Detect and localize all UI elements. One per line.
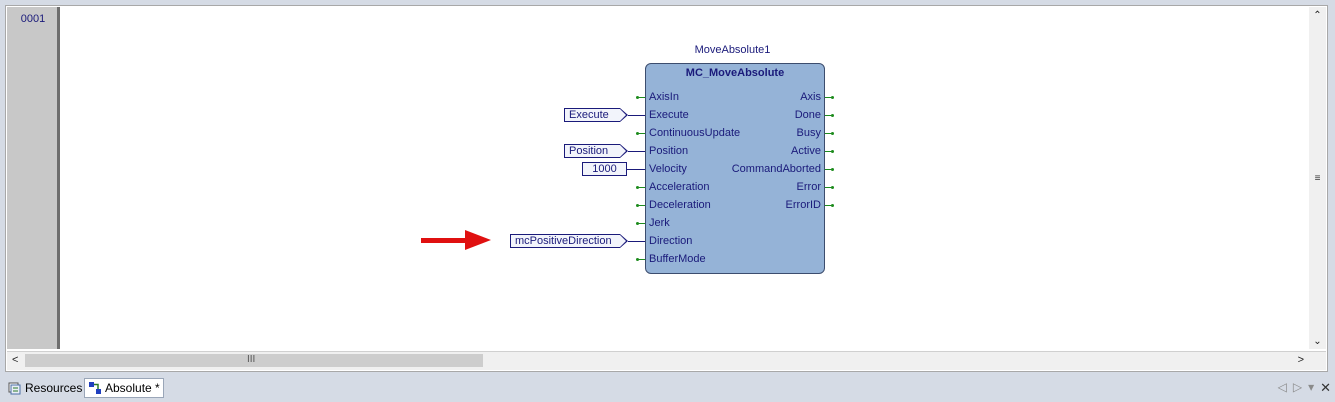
velocity-constant-label: 1000 [592,163,617,175]
execute-variable-label: Execute [569,109,609,121]
pin-dot [636,222,639,225]
pin-stub [825,169,833,170]
input-pin-acceleration[interactable]: Acceleration [649,181,710,193]
output-pin-axis[interactable]: Axis [800,91,821,103]
next-tab-icon[interactable]: ▷ [1292,380,1303,394]
output-pin-done[interactable]: Done [794,109,821,121]
direction-variable[interactable]: mcPositiveDirection [510,234,628,248]
tab-menu-icon[interactable]: ▾ [1308,380,1315,394]
pin-dot [831,150,834,153]
rung-number: 0001 [20,13,46,25]
pin-stub [825,133,833,134]
input-pin-continuousupdate[interactable]: ContinuousUpdate [649,127,741,139]
chevron-down-icon[interactable]: ⌄ [1313,336,1322,347]
pin-dot [831,96,834,99]
tab-resources[interactable]: Resources [5,378,85,398]
tab-absolute-label: Absolute * [105,381,160,395]
horizontal-scroll-thumb[interactable]: III [25,354,483,367]
tag-tip-inner [620,145,626,157]
input-pin-buffermode[interactable]: BufferMode [649,253,706,265]
rung-gutter: 0001 [7,7,59,349]
resources-icon [8,381,22,395]
velocity-constant[interactable]: 1000 [582,162,627,176]
output-pin-active[interactable]: Active [791,145,821,157]
tab-navigation: ◁ ▷ ▾ ✕ [1278,380,1331,396]
input-pin-jerk[interactable]: Jerk [649,217,670,229]
block-type-name: MC_MoveAbsolute [685,67,785,79]
output-pin-error[interactable]: Error [796,181,821,193]
program-icon [88,381,102,395]
pin-stub [825,115,833,116]
pin-stub [825,205,833,206]
chevron-left-icon[interactable]: < [12,354,19,366]
chevron-up-icon[interactable]: ⌃ [1313,10,1322,21]
execute-wire [628,115,645,116]
tab-resources-label: Resources [25,381,83,395]
pin-stub [637,97,645,98]
pin-dot [831,132,834,135]
pin-stub [825,187,833,188]
direction-wire [628,241,645,242]
execute-variable[interactable]: Execute [564,108,628,122]
previous-tab-icon[interactable]: ◁ [1277,380,1287,394]
pin-stub [637,259,645,260]
document-tab-bar: Resources Absolute * ◁ ▷ ▾ ✕ [0,374,1335,402]
input-pin-position[interactable]: Position [649,145,689,157]
tag-tip-inner [620,109,626,121]
red-arrow-shaft [421,238,467,243]
function-block[interactable]: MC_MoveAbsolute AxisIn Execute Continuou… [645,63,825,274]
red-arrow-head [465,230,491,250]
output-pin-commandaborted[interactable]: CommandAborted [731,163,821,175]
pin-dot [636,186,639,189]
close-icon[interactable]: ✕ [1320,380,1331,395]
input-pin-direction[interactable]: Direction [649,235,693,247]
input-pin-deceleration[interactable]: Deceleration [649,199,711,211]
output-pin-errorid[interactable]: ErrorID [785,199,821,211]
horizontal-scrollbar[interactable]: < III > [7,351,1326,370]
vertical-scrollbar[interactable]: ⌃ ≡ ⌄ [1309,7,1326,349]
tab-absolute[interactable]: Absolute * [84,378,164,398]
pin-stub [637,187,645,188]
input-pin-execute[interactable]: Execute [649,109,689,121]
position-wire [628,151,645,152]
chevron-right-icon[interactable]: > [1297,354,1304,366]
pin-dot [636,132,639,135]
block-instance-name[interactable]: MoveAbsolute1 [694,44,771,56]
scroll-grip-icon[interactable]: ≡ [1314,173,1321,184]
pin-dot [636,204,639,207]
pin-dot [831,186,834,189]
position-variable[interactable]: Position [564,144,628,158]
pin-dot [636,96,639,99]
direction-variable-label: mcPositiveDirection [515,235,612,247]
input-pin-velocity[interactable]: Velocity [649,163,687,175]
pin-stub [637,223,645,224]
pin-stub [637,133,645,134]
tag-tip-inner [620,235,626,247]
position-variable-label: Position [569,145,609,157]
scroll-grip-label: III [247,354,256,365]
pin-dot [636,258,639,261]
pin-dot [831,114,834,117]
input-pin-axisin[interactable]: AxisIn [649,91,679,103]
output-pin-busy[interactable]: Busy [796,127,821,139]
pin-stub [637,205,645,206]
pin-dot [831,168,834,171]
pin-dot [831,204,834,207]
velocity-wire [627,169,645,170]
pin-stub [825,151,833,152]
pin-stub [825,97,833,98]
left-power-rail [59,7,60,349]
